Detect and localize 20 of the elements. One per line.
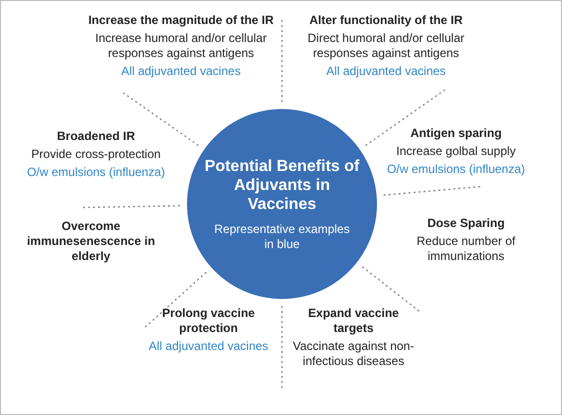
benefit-heading: Alter functionality of the IR [308, 13, 464, 28]
example-text: O/w emulsions (influenza) [26, 165, 166, 180]
example-text: All adjuvanted vacines [120, 64, 242, 79]
benefit-heading: Dose Sparing [426, 216, 506, 231]
benefit-heading: Broadened IR [56, 129, 136, 144]
benefit-description: Direct humoral and/or cellular responses against antigens [306, 31, 466, 61]
circle-note: Representative examples in blue [213, 222, 351, 252]
benefit-description: Provide cross-protection [30, 147, 162, 162]
benefit-heading: Prolong vaccine protection [161, 306, 256, 336]
circle-title: Potential Benefits of Adjuvants in Vaccines [204, 156, 360, 214]
benefit-heading: Antigen sparing [409, 126, 503, 141]
benefit-heading: Overcome immunesenescence in elderly [26, 219, 156, 264]
benefit-heading: Increase the magnitude of the IR [87, 13, 275, 28]
example-text: All adjuvanted vacines [325, 64, 447, 79]
benefit-heading: Expand vaccine targets [307, 306, 400, 336]
benefit-description: Reduce number of immunizations [416, 234, 516, 264]
benefit-description: Increase humoral and/or cellular responses against antigens [94, 31, 268, 61]
benefit-description: Increase golbal supply [395, 144, 517, 159]
benefit-description: Vaccinate against non-infectious diseases [292, 339, 416, 369]
example-text: All adjuvanted vacines [148, 339, 270, 354]
